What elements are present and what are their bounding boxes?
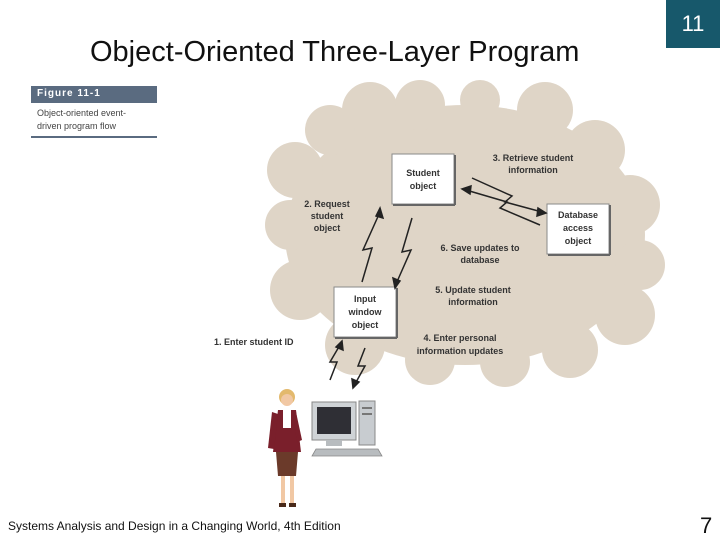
database-object-line: Database — [558, 210, 598, 220]
database-object-line: access — [563, 223, 593, 233]
step3-label: information — [508, 165, 558, 175]
computer-illustration — [311, 400, 383, 457]
lightning-arrow-user-to-input-a — [328, 344, 341, 381]
caption-line: Object-oriented event- — [37, 108, 127, 118]
arrowhead — [460, 184, 472, 196]
step2-label: object — [314, 223, 341, 233]
student-object-line: Student — [406, 168, 440, 178]
lightning-arrow-input-to-student-a — [361, 211, 381, 283]
database-access-object-box: Database access object — [546, 203, 611, 256]
step2-label: student — [311, 211, 344, 221]
database-object-line: object — [565, 236, 592, 246]
page-number: 7 — [700, 513, 713, 538]
step5-label: 5. Update student — [435, 285, 511, 295]
step2-label: 2. Request — [304, 199, 350, 209]
lightning-arrow-user-to-input-b — [354, 347, 367, 385]
arrowhead — [536, 206, 548, 218]
arrowhead — [391, 276, 402, 290]
slide-title: Object-Oriented Three-Layer Program — [90, 36, 580, 68]
chapter-number-badge: 11 — [666, 0, 720, 48]
input-object-line: window — [348, 307, 383, 317]
figure-caption: Figure 11-1 Object-oriented event- drive… — [31, 86, 157, 138]
step6-label: database — [460, 255, 499, 265]
lightning-arrow-student-database-b — [465, 189, 541, 226]
step1-label: 1. Enter student ID — [214, 337, 294, 347]
footer-text: Systems Analysis and Design in a Changin… — [8, 519, 341, 533]
step5-label: information — [448, 297, 498, 307]
student-object-line: object — [410, 181, 437, 191]
caption-line: driven program flow — [37, 121, 117, 131]
step3-label: 3. Retrieve student — [493, 153, 574, 163]
step4-label: information updates — [417, 346, 504, 356]
arrowhead — [374, 205, 385, 220]
figure-caption-text: Object-oriented event- driven program fl… — [31, 103, 157, 138]
step4-label: 4. Enter personal — [423, 333, 496, 343]
lightning-arrow-student-database-a — [471, 177, 543, 213]
input-object-line: Input — [354, 294, 376, 304]
arrowhead — [351, 377, 361, 390]
student-object-box: Student object — [391, 153, 456, 206]
arrowhead — [334, 339, 344, 352]
input-window-object-box: Input window object — [333, 286, 398, 339]
step6-label: 6. Save updates to — [440, 243, 520, 253]
figure-label: Figure 11-1 — [31, 86, 157, 103]
lightning-arrow-input-to-student-b — [395, 217, 413, 285]
input-object-line: object — [352, 320, 379, 330]
user-person-illustration — [268, 389, 302, 507]
